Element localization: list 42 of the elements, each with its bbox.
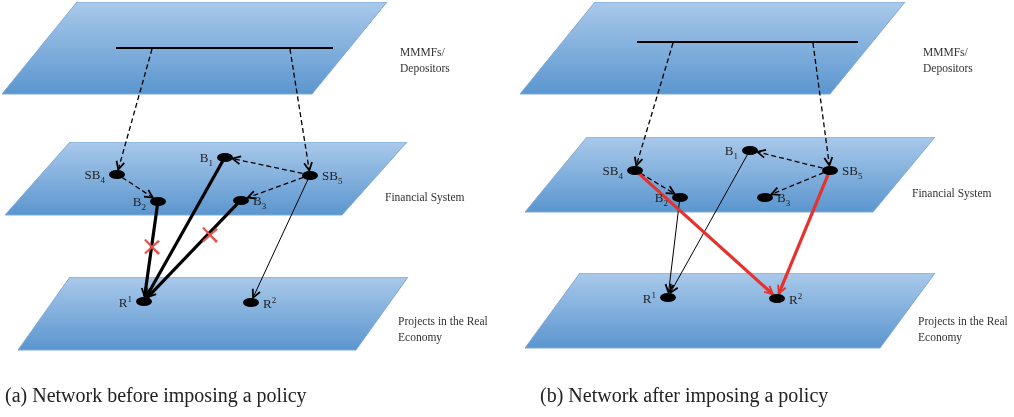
arrow xyxy=(664,201,680,294)
arrow xyxy=(669,153,749,294)
node-label: SB$_{5}$ xyxy=(322,169,343,186)
node-label: SB$_{4}$ xyxy=(84,168,105,185)
arrow xyxy=(231,155,304,175)
node-label: B$_{1}$ xyxy=(724,144,738,161)
arrow xyxy=(115,48,153,171)
arrow xyxy=(246,176,304,200)
layer-label: Financial System xyxy=(385,190,466,206)
node-label: R$^{1}$ xyxy=(118,295,132,310)
arrow xyxy=(777,173,830,295)
arrow xyxy=(146,202,239,299)
layer-label: MMMFs/ Depositors xyxy=(400,45,451,77)
arrow xyxy=(145,160,224,298)
arrow xyxy=(289,48,313,172)
caption: (b) Network after imposing a policy xyxy=(540,384,829,407)
layer-label: Projects in the Real Economy xyxy=(398,314,489,346)
arrow xyxy=(633,42,674,167)
arrow xyxy=(638,172,774,296)
layer-label: MMMFs/ Depositors xyxy=(923,45,974,77)
caption: (a) Network before imposing a policy xyxy=(5,384,307,407)
arrow xyxy=(770,172,825,196)
layer-label: Financial System xyxy=(912,186,993,202)
node-label: SB$_{5}$ xyxy=(842,164,863,181)
node-label: B$_{3}$ xyxy=(253,194,267,211)
node-label: R$^{1}$ xyxy=(642,291,656,306)
node-label: B$_{2}$ xyxy=(132,195,146,212)
bar-line xyxy=(637,41,858,43)
node-label: R$^{2}$ xyxy=(789,292,803,307)
arrow xyxy=(140,205,159,298)
node-label: SB$_{4}$ xyxy=(602,164,623,181)
arrow xyxy=(639,172,676,195)
arrow xyxy=(121,176,154,199)
arrow xyxy=(756,149,824,169)
arrow xyxy=(251,178,309,299)
layer-label: Projects in the Real Economy xyxy=(918,314,1009,346)
node-label: R$^{2}$ xyxy=(263,296,277,311)
arrow xyxy=(812,42,834,167)
node-label: B$_{2}$ xyxy=(654,191,668,208)
node-label: B$_{3}$ xyxy=(777,191,791,208)
bar-line xyxy=(116,47,333,49)
node-label: B$_{1}$ xyxy=(199,151,213,168)
